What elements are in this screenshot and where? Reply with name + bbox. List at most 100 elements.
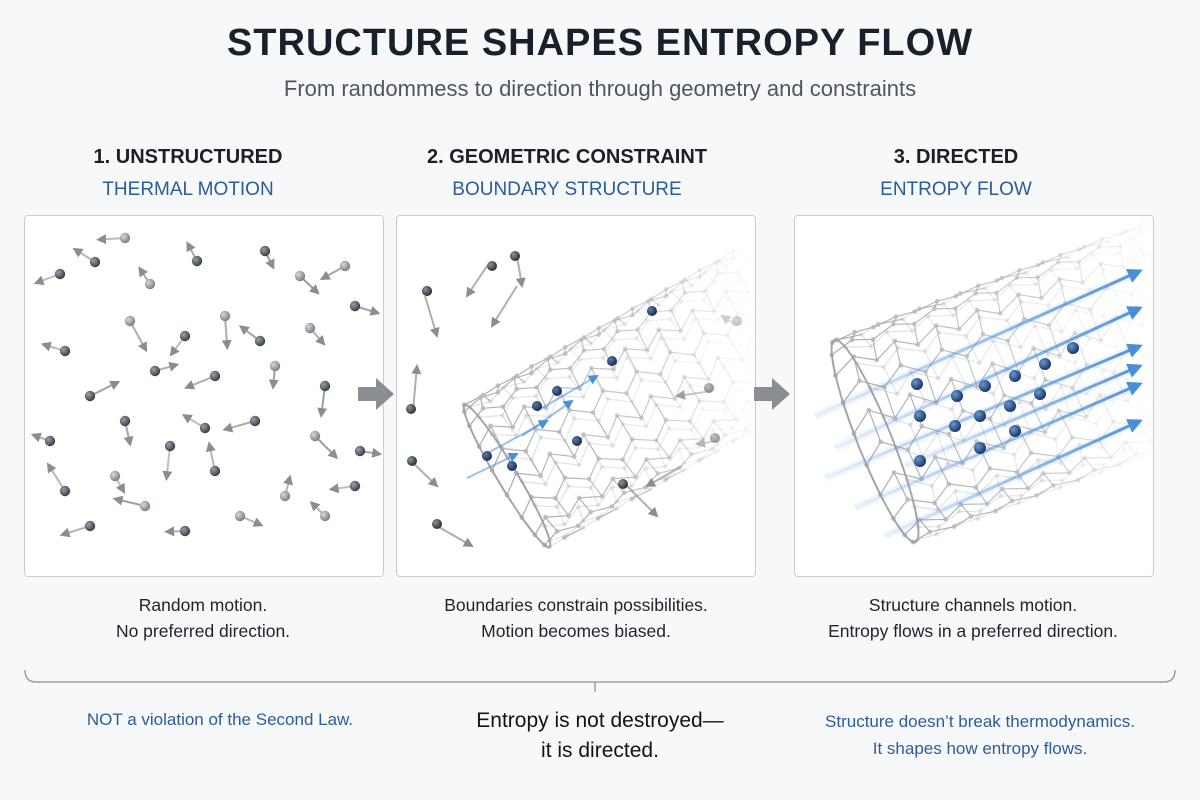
stage-3-caption: Structure channels motion. Entropy flows… — [793, 592, 1153, 644]
particle — [914, 410, 926, 422]
flow-arrow — [884, 419, 1143, 538]
motion-arrow — [112, 495, 146, 507]
panel-unstructured — [24, 215, 384, 577]
particle — [54, 268, 66, 280]
caption-line: Boundaries constrain possibilities. — [444, 595, 708, 615]
particle — [1009, 425, 1021, 437]
caption-line: Entropy flows in a preferred direction. — [828, 621, 1118, 641]
arrow-right-icon — [358, 378, 394, 410]
nanotube-boundary-illustration — [397, 216, 755, 576]
second-law-note: NOT a violation of the Second Law. — [86, 710, 354, 729]
stage-1-subheading: THERMAL MOTION — [102, 179, 274, 200]
particle — [974, 442, 986, 454]
particle — [179, 525, 191, 537]
particle — [339, 260, 351, 272]
motion-arrow — [222, 420, 256, 433]
thermodynamics-note-line: Structure doesn’t break thermodynamics. — [825, 712, 1135, 731]
particle — [294, 270, 306, 282]
summary-bracket — [24, 669, 1176, 692]
particle — [249, 415, 261, 427]
flow-glow — [833, 304, 1142, 452]
particle — [974, 410, 986, 422]
particle — [149, 365, 161, 377]
particle — [119, 415, 131, 427]
particle — [914, 455, 926, 467]
particle — [44, 435, 56, 447]
particle — [144, 278, 156, 290]
particle — [191, 255, 203, 267]
motion-arrow — [46, 462, 66, 492]
tube-fade-overlay — [795, 216, 1153, 576]
particle — [319, 510, 331, 522]
stage-3-subheading: ENTROPY FLOW — [880, 179, 1032, 200]
particle — [254, 335, 266, 347]
page-subtitle: From randommess to direction through geo… — [283, 76, 917, 101]
stage-1-caption: Random motion. No preferred direction. — [23, 592, 383, 644]
directed-entropy-flow-illustration — [795, 216, 1153, 576]
particle — [219, 310, 231, 322]
particle — [949, 420, 961, 432]
particle — [951, 390, 963, 402]
page-title: STRUCTURE SHAPES ENTROPY FLOW — [226, 22, 974, 64]
flow-glow — [853, 380, 1142, 512]
flow-glow — [903, 362, 1142, 470]
particle — [209, 370, 221, 382]
particle — [279, 490, 291, 502]
key-message-line: Entropy is not destroyed— — [476, 709, 724, 732]
particle — [209, 465, 221, 477]
motion-arrow — [162, 445, 173, 482]
tube-fade-overlay — [397, 216, 755, 576]
particle — [309, 430, 321, 442]
stage-1-header: 1. UNSTRUCTURED THERMAL MOTION — [8, 146, 368, 201]
thermal-motion-illustration — [30, 232, 383, 538]
key-message: Entropy is not destroyed— it is directed… — [410, 706, 790, 766]
particle — [124, 315, 136, 327]
particle — [911, 378, 923, 390]
particle — [1067, 342, 1079, 354]
particle — [269, 360, 281, 372]
motion-arrow — [184, 375, 216, 390]
particle — [119, 232, 131, 244]
particle — [259, 245, 271, 257]
caption-line: Structure channels motion. — [868, 595, 1078, 615]
flow-glow — [813, 267, 1142, 420]
stage-2-caption: Boundaries constrain possibilities. Moti… — [396, 592, 756, 644]
stage-3-heading: 3. DIRECTED — [893, 146, 1019, 168]
particle — [1009, 370, 1021, 382]
stage-2-header: 2. GEOMETRIC CONSTRAINT BOUNDARY STRUCTU… — [387, 146, 747, 201]
stage-2-heading: 2. GEOMETRIC CONSTRAINT — [426, 146, 707, 168]
particle — [349, 480, 361, 492]
particle — [1039, 358, 1051, 370]
thermodynamics-note: Structure doesn’t break thermodynamics. … — [780, 708, 1180, 762]
flow-arrow — [904, 363, 1143, 468]
particle — [304, 322, 316, 334]
particle — [89, 256, 101, 268]
caption-line: Motion becomes biased. — [481, 621, 671, 641]
stage-1-heading: 1. UNSTRUCTURED — [93, 146, 283, 168]
particle — [979, 380, 991, 392]
panel-directed-flow — [794, 215, 1154, 577]
motion-arrow — [89, 380, 121, 397]
flow-glow — [883, 417, 1142, 540]
particle — [59, 345, 71, 357]
particle — [1034, 388, 1046, 400]
stage-2-subheading: BOUNDARY STRUCTURE — [452, 179, 682, 200]
particle — [164, 440, 176, 452]
particle — [179, 330, 191, 342]
flow-arrow — [854, 381, 1143, 510]
particle — [139, 500, 151, 512]
stage-3-header: 3. DIRECTED ENTROPY FLOW — [776, 146, 1136, 201]
panel-geometric-constraint — [396, 215, 756, 577]
flow-arrow — [814, 269, 1143, 418]
flow-arrow — [834, 306, 1143, 450]
particle — [349, 300, 361, 312]
motion-arrow — [221, 315, 232, 351]
particle — [84, 390, 96, 402]
caption-line: Random motion. — [138, 595, 268, 615]
particle — [59, 485, 71, 497]
particle — [234, 510, 246, 522]
arrow-right-icon — [754, 378, 790, 410]
thermodynamics-note-line: It shapes how entropy flows. — [872, 739, 1088, 758]
key-message-line: it is directed. — [541, 739, 659, 762]
motion-arrow — [129, 320, 148, 353]
